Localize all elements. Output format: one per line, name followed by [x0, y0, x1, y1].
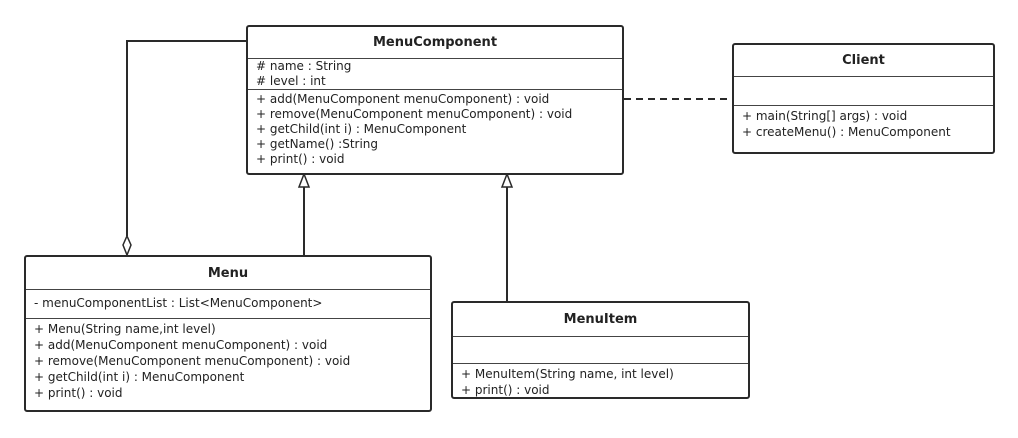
operations-compartment: + main(String[] args) : void + createMen… — [734, 106, 993, 140]
operation: + add(MenuComponent menuComponent) : voi… — [34, 338, 328, 352]
attribute: - menuComponentList : List<MenuComponent… — [34, 296, 323, 310]
operation: + print() : void — [34, 386, 123, 400]
operation: + getChild(int i) : MenuComponent — [34, 370, 245, 384]
class-menu[interactable]: Menu - menuComponentList : List<MenuComp… — [24, 255, 432, 412]
class-title: Menu — [26, 257, 430, 290]
operations-compartment: + Menu(String name,int level) + add(Menu… — [26, 319, 430, 401]
attribute: # level : int — [256, 74, 326, 88]
aggregation-line — [126, 40, 247, 236]
operation: + MenuItem(String name, int level) — [461, 367, 674, 381]
attributes-compartment — [734, 77, 993, 106]
attribute: # name : String — [256, 59, 352, 73]
operation: + Menu(String name,int level) — [34, 322, 216, 336]
class-title: MenuComponent — [248, 27, 622, 59]
operation: + createMenu() : MenuComponent — [742, 125, 951, 139]
operation: + getName() :String — [256, 137, 379, 151]
operations-compartment: + MenuItem(String name, int level) + pri… — [453, 364, 748, 397]
aggregation-diamond — [122, 234, 132, 258]
class-client[interactable]: Client + main(String[] args) : void + cr… — [732, 43, 995, 154]
operation: + print() : void — [461, 383, 550, 397]
class-title: MenuItem — [453, 303, 748, 337]
attributes-compartment: # name : String # level : int — [248, 59, 622, 90]
attributes-compartment: - menuComponentList : List<MenuComponent… — [26, 290, 430, 319]
menu-generalization-arrowhead — [297, 171, 311, 188]
attributes-compartment — [453, 337, 748, 364]
class-title: Client — [734, 45, 993, 77]
class-menucomponent[interactable]: MenuComponent # name : String # level : … — [246, 25, 624, 175]
operation: + remove(MenuComponent menuComponent) : … — [34, 354, 351, 368]
operation: + print() : void — [256, 152, 345, 166]
menuitem-generalization-arrowhead — [500, 171, 514, 188]
operation: + add(MenuComponent menuComponent) : voi… — [256, 92, 550, 106]
operation: + remove(MenuComponent menuComponent) : … — [256, 107, 573, 121]
operation: + getChild(int i) : MenuComponent — [256, 122, 467, 136]
class-menuitem[interactable]: MenuItem + MenuItem(String name, int lev… — [451, 301, 750, 399]
operation: + main(String[] args) : void — [742, 109, 908, 123]
operations-compartment: + add(MenuComponent menuComponent) : voi… — [248, 90, 622, 167]
